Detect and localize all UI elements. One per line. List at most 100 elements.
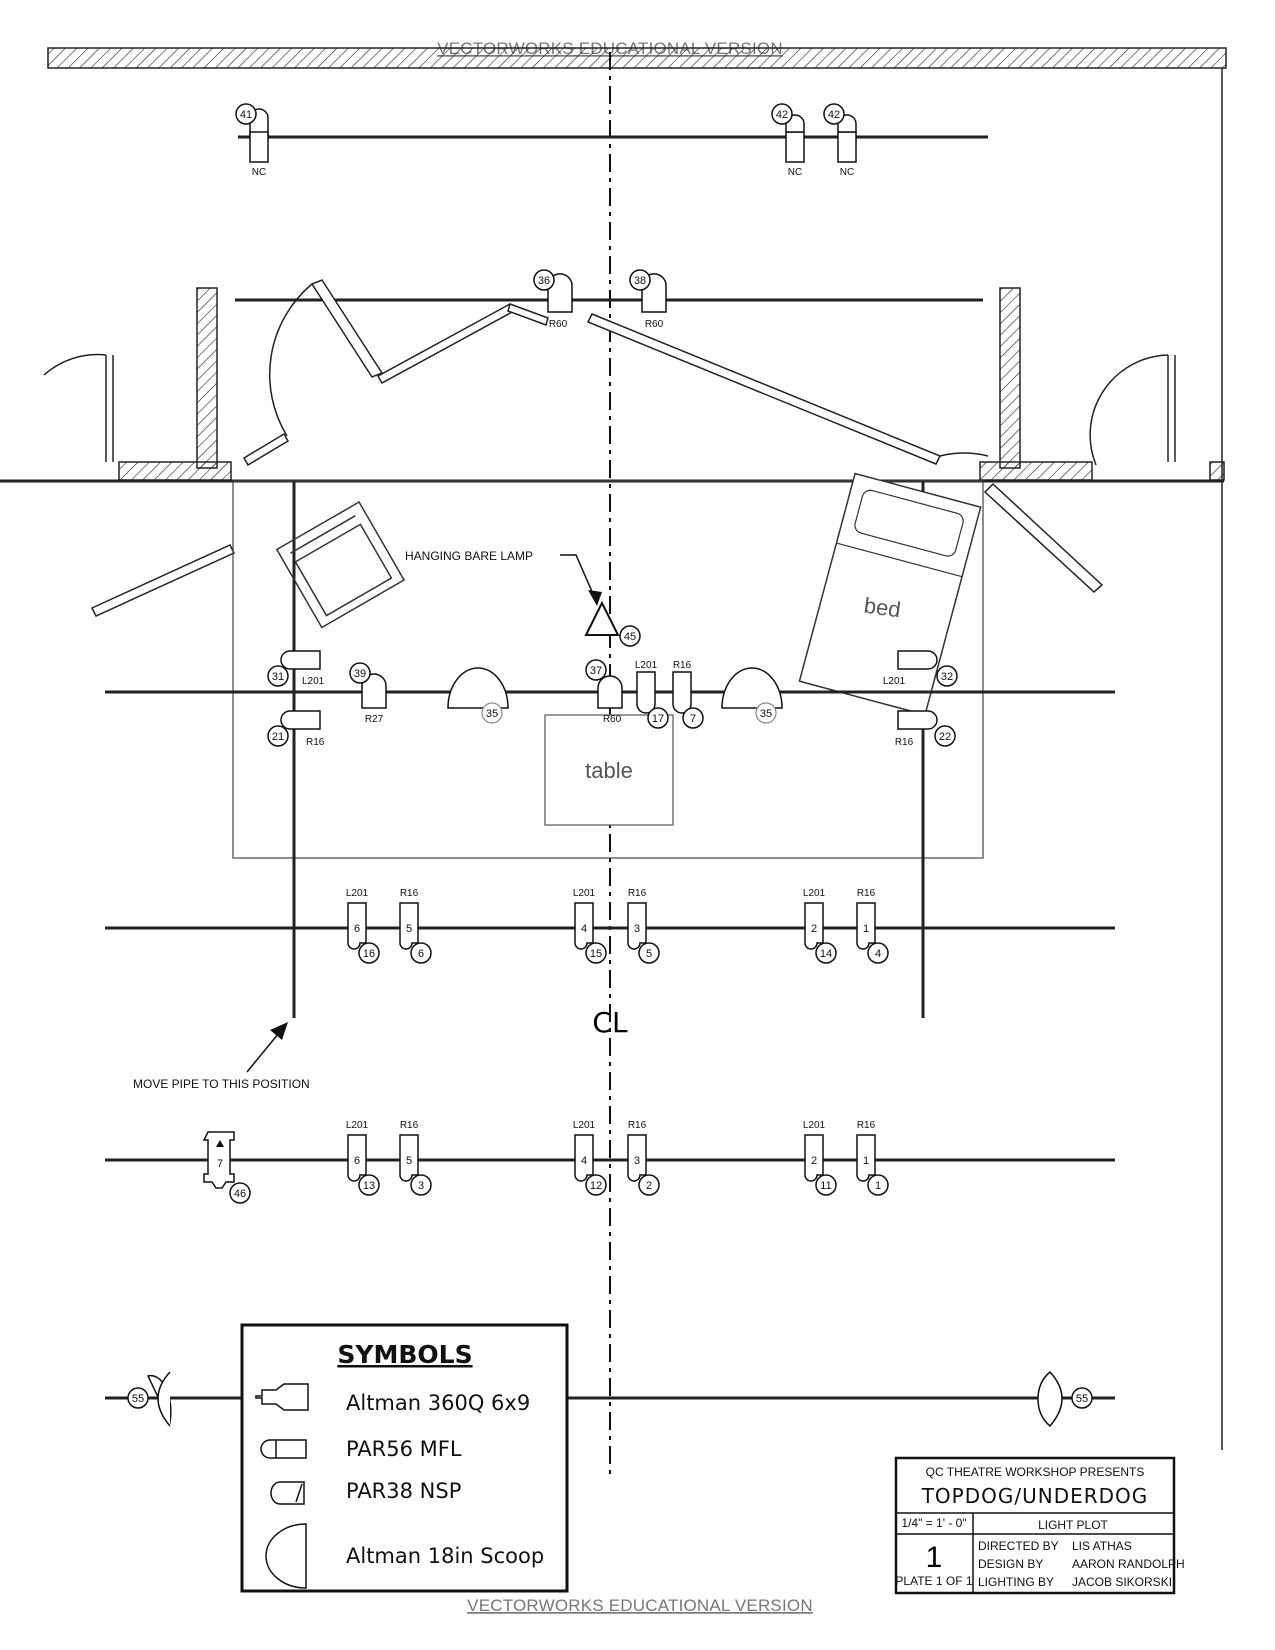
- plate-of: PLATE 1 OF 1: [895, 1574, 972, 1588]
- color-label: L201: [346, 1120, 369, 1131]
- fixture-39[interactable]: 39 R27: [349, 662, 387, 725]
- fixture-32[interactable]: 32 L201: [883, 650, 958, 687]
- color-label: L201: [302, 676, 325, 687]
- scale: 1/4" = 1' - 0": [901, 1516, 966, 1530]
- presenter: QC THEATRE WORKSHOP PRESENTS: [926, 1465, 1145, 1479]
- unit-label: 7: [217, 1158, 223, 1170]
- legend-label: PAR38 NSP: [346, 1479, 461, 1503]
- channel-label: 42: [776, 109, 788, 121]
- legend-label: Altman 360Q 6x9: [346, 1391, 530, 1415]
- centerline-symbol: CL: [592, 1006, 628, 1039]
- channel-label: 11: [820, 1180, 831, 1192]
- channel-label: 32: [941, 671, 953, 683]
- fixture-35b[interactable]: 35: [721, 667, 783, 724]
- fixture-38[interactable]: 38 R60: [629, 269, 667, 330]
- playing-area: [232, 480, 984, 859]
- channel-circle: [815, 1174, 837, 1196]
- channel-label: 16: [363, 948, 375, 960]
- channel-label: 4: [875, 948, 881, 960]
- channel-label: 35: [486, 708, 498, 720]
- channel-circle: [410, 1174, 432, 1196]
- show-title: TOPDOG/UNDERDOG: [921, 1484, 1149, 1508]
- channel-label: 31: [272, 671, 284, 683]
- fixture-35a[interactable]: 35: [447, 667, 509, 724]
- channel-label: 55: [1076, 1393, 1088, 1405]
- fixture-42a[interactable]: 42 NC: [771, 103, 805, 178]
- par38-icon: [270, 1481, 305, 1505]
- fixture-42b[interactable]: 42 NC: [823, 103, 857, 178]
- fixture-7[interactable]: 7 R16: [672, 660, 704, 729]
- channel-label: 13: [363, 1180, 375, 1192]
- design-by: AARON RANDOLPH: [1072, 1557, 1185, 1571]
- color-label: L201: [803, 888, 826, 899]
- unit-label: 5: [406, 923, 412, 935]
- channel-circle: [867, 942, 889, 964]
- color-label: NC: [840, 167, 854, 178]
- channel-label: 3: [418, 1180, 424, 1192]
- color-label: R16: [673, 660, 692, 671]
- channel-label: 39: [354, 668, 366, 680]
- design-by-label: DESIGN BY: [978, 1557, 1043, 1571]
- arrowhead: [588, 590, 602, 606]
- lighting-by: JACOB SIKORSKI: [1072, 1575, 1172, 1589]
- fixture-17[interactable]: 17 L201: [635, 660, 669, 729]
- channel-label: 55: [132, 1393, 144, 1405]
- channel-label: 37: [590, 665, 602, 677]
- hanging-lamp-note: HANGING BARE LAMP: [405, 549, 533, 563]
- fixture-e2-2[interactable]: L201 2 11: [803, 1120, 837, 1196]
- channel-circle: [585, 1174, 607, 1196]
- fixture-31[interactable]: 31 L201: [267, 650, 325, 687]
- unit-label: 1: [863, 1155, 869, 1167]
- color-label: R16: [400, 888, 419, 899]
- color-label: NC: [252, 167, 266, 178]
- channel-circle: [815, 942, 837, 964]
- fixture-22[interactable]: 22 R16: [895, 710, 956, 748]
- color-label: L201: [803, 1120, 826, 1131]
- channel-label: 12: [590, 1180, 602, 1192]
- legend-label: Altman 18in Scoop: [346, 1544, 544, 1568]
- armchair: [275, 501, 406, 629]
- fixture-36[interactable]: 36 R60: [533, 269, 573, 330]
- channel-label: 46: [234, 1188, 246, 1200]
- fixture-55a[interactable]: 55: [127, 1371, 172, 1427]
- fixture-55b[interactable]: 55: [1037, 1370, 1093, 1428]
- channel-circle: [410, 942, 432, 964]
- channel-label: 6: [418, 948, 424, 960]
- unit-label: 3: [634, 1155, 640, 1167]
- color-label: R60: [549, 319, 568, 330]
- channel-label: 38: [634, 275, 646, 287]
- channel-label: 42: [828, 109, 840, 121]
- fixture-37[interactable]: 37 R60: [585, 659, 623, 725]
- fixture-e1-5[interactable]: R16 5 6: [399, 888, 432, 964]
- unit-label: 2: [811, 1155, 817, 1167]
- channel-circle: [358, 1174, 380, 1196]
- color-label: R16: [400, 1120, 419, 1131]
- drawing-title: LIGHT PLOT: [1038, 1518, 1108, 1532]
- color-label: NC: [788, 167, 802, 178]
- channel-label: 5: [646, 948, 652, 960]
- set-walls: [0, 279, 1225, 617]
- lighting-by-label: LIGHTING BY: [978, 1575, 1054, 1589]
- fixture-21[interactable]: 21 R16: [267, 710, 325, 748]
- channel-label: 17: [652, 713, 664, 725]
- directed-by-label: DIRECTED BY: [978, 1539, 1059, 1553]
- channel-label: 41: [240, 109, 252, 121]
- plate-number: 1: [926, 1541, 943, 1574]
- unit-label: 3: [634, 923, 640, 935]
- color-label: L201: [635, 660, 658, 671]
- fixture-45[interactable]: 45: [584, 600, 641, 647]
- unit-label: 6: [354, 923, 360, 935]
- fixture-41[interactable]: 41 NC: [235, 103, 269, 178]
- channel-label: 35: [760, 708, 772, 720]
- fixture-e2-7[interactable]: 7 46: [202, 1131, 251, 1204]
